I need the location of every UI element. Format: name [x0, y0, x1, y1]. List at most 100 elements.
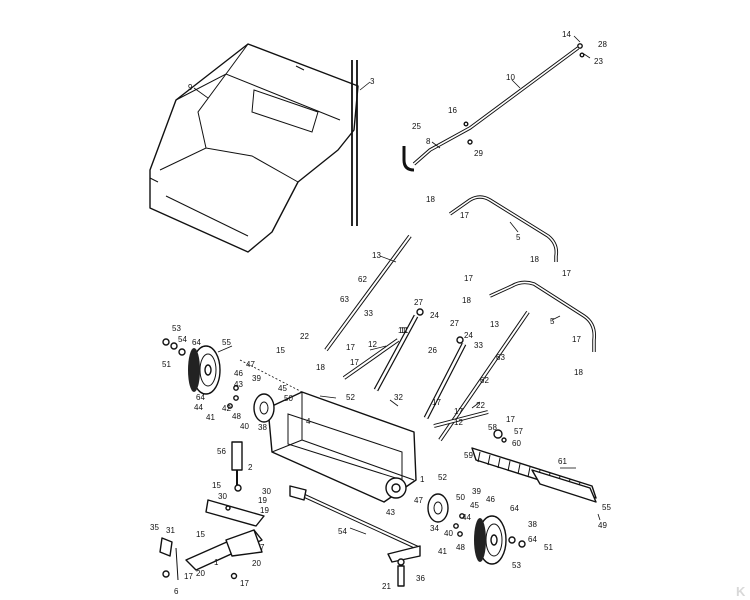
callout: 23	[594, 57, 603, 66]
callout: 18	[574, 368, 583, 377]
callout: 54	[178, 335, 187, 344]
callout: 19	[258, 496, 267, 505]
callout: 62	[358, 275, 367, 284]
callout: 31	[166, 526, 175, 535]
callout: 26	[428, 346, 437, 355]
callout: 20	[252, 559, 261, 568]
callout: 38	[258, 423, 267, 432]
callout: 9	[188, 83, 193, 92]
callout: 28	[598, 40, 607, 49]
callout: 30	[262, 487, 271, 496]
upper-handle	[402, 43, 585, 172]
callout: 4	[306, 417, 311, 426]
callout: 38	[528, 520, 537, 529]
callout: 25	[412, 122, 421, 131]
callout: 46	[234, 369, 243, 378]
callout: 40	[444, 529, 453, 538]
callout: 17	[346, 343, 355, 352]
callout: 15	[196, 530, 205, 539]
callout: 24	[464, 331, 473, 340]
callout: 42	[222, 404, 231, 413]
callout: 17	[506, 415, 515, 424]
callout: 7	[260, 543, 265, 552]
callout: 59	[464, 451, 473, 460]
callout: 39	[472, 487, 481, 496]
handle-bar-upper	[448, 195, 559, 262]
callout: 50	[456, 493, 465, 502]
callout: 1	[420, 475, 425, 484]
callout: 41	[206, 413, 215, 422]
callout: 61	[558, 457, 567, 466]
callout: 46	[486, 495, 495, 504]
callout-labels: 9 3 14 28 23 10 16 25 8 29 18 17 5 18 17…	[150, 30, 611, 596]
callout: 55	[602, 503, 611, 512]
handle-bar-lower	[489, 280, 597, 352]
callout: 44	[462, 513, 471, 522]
callout: 47	[246, 360, 255, 369]
callout: 52	[438, 473, 447, 482]
callout: 64	[528, 535, 537, 544]
callout: 47	[414, 496, 423, 505]
callout: 27	[414, 298, 423, 307]
catcher-bag	[149, 43, 359, 253]
callout: 45	[470, 501, 479, 510]
callout: 24	[430, 311, 439, 320]
left-drive-gear	[227, 385, 275, 423]
callout: 43	[234, 380, 243, 389]
callout: 53	[172, 324, 181, 333]
axle-rod	[351, 60, 358, 226]
callout: 52	[346, 393, 355, 402]
callout: 17	[572, 335, 581, 344]
watermark-logo: K	[736, 584, 746, 599]
right-wheel	[474, 515, 526, 565]
callout: 36	[416, 574, 425, 583]
callout: 48	[232, 412, 241, 421]
callout: 17	[562, 269, 571, 278]
callout: 44	[194, 403, 203, 412]
callout: 18	[426, 195, 435, 204]
callout: 34	[430, 524, 439, 533]
callout: 16	[448, 106, 457, 115]
callout: 35	[150, 523, 159, 532]
callout: 33	[474, 341, 483, 350]
callout: 29	[474, 149, 483, 158]
brush-housing	[239, 359, 417, 503]
callout: 55	[222, 338, 231, 347]
callout: 50	[284, 394, 293, 403]
callout: 64	[196, 393, 205, 402]
callout: 58	[488, 423, 497, 432]
callout: 63	[496, 353, 505, 362]
tow-bar	[289, 485, 421, 563]
callout: 21	[382, 582, 391, 591]
callout: 17	[432, 398, 441, 407]
callout: 57	[514, 427, 523, 436]
callout: 17	[454, 407, 463, 416]
callout: 17	[460, 211, 469, 220]
callout: 60	[512, 439, 521, 448]
right-drive-gear	[427, 493, 465, 537]
height-adjust-lever	[205, 441, 265, 527]
callout: 18	[530, 255, 539, 264]
callout: 5	[516, 233, 521, 242]
callout: 14	[562, 30, 571, 39]
callout: 5	[550, 317, 555, 326]
callout: 19	[260, 506, 269, 515]
callout: 11	[398, 326, 407, 335]
callout: 10	[506, 73, 515, 82]
frame-tubes	[324, 234, 530, 442]
callout: 2	[248, 463, 253, 472]
brush-assembly	[471, 429, 597, 503]
callout: 12	[454, 418, 463, 427]
callout: 63	[340, 295, 349, 304]
callout: 17	[184, 572, 193, 581]
callout: 39	[252, 374, 261, 383]
callout: 18	[316, 363, 325, 372]
callout: 48	[456, 543, 465, 552]
callout: 49	[598, 521, 607, 530]
callout: 15	[276, 346, 285, 355]
hitch-bracket	[159, 529, 263, 581]
callout: 45	[278, 384, 287, 393]
callout: 1	[214, 558, 219, 567]
callout: 51	[162, 360, 171, 369]
